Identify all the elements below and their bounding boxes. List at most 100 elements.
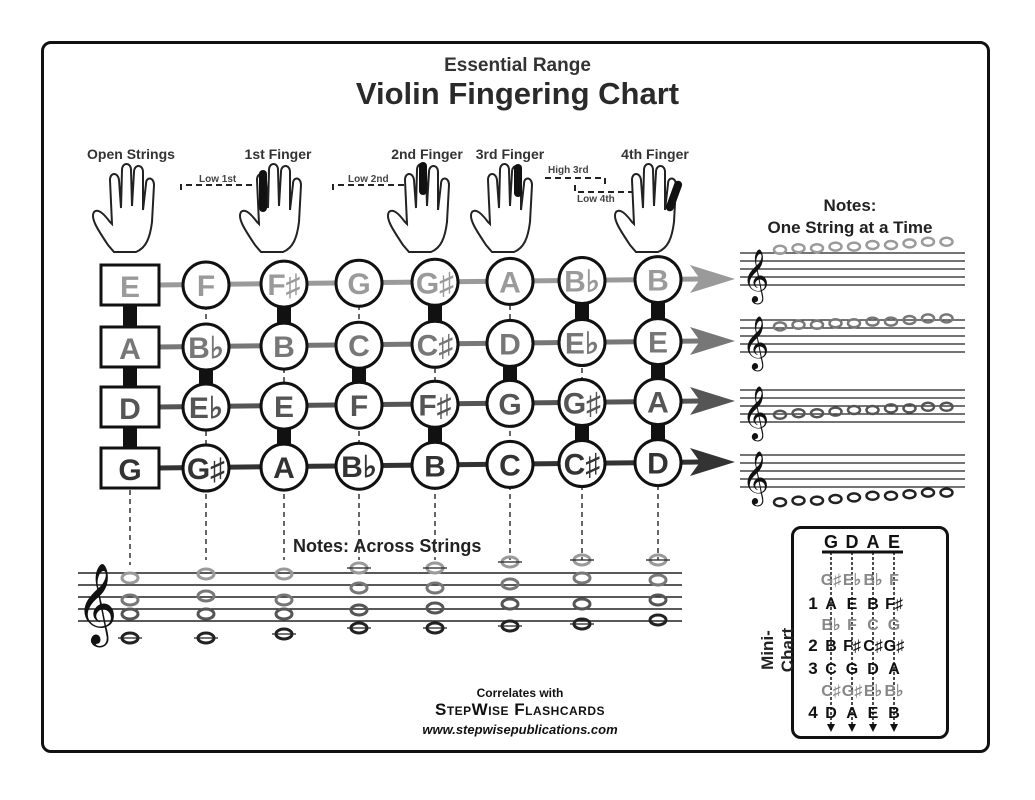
note-label: G♯ xyxy=(187,453,225,486)
hand-icon xyxy=(92,163,156,253)
mini-note-label: E♭ xyxy=(843,572,861,589)
note-circle xyxy=(557,378,607,427)
note-label: D xyxy=(499,328,521,361)
footer-brand: StepWise Flashcards xyxy=(434,700,605,719)
position-connectors xyxy=(180,177,633,193)
note-circle xyxy=(485,318,535,368)
mini-header-label: G xyxy=(824,532,838,552)
staff-note xyxy=(939,313,954,324)
staff-note xyxy=(274,593,294,607)
open-string-box xyxy=(99,385,161,429)
treble-clef-icon: 𝄞 xyxy=(742,315,769,371)
note-circle xyxy=(259,442,309,492)
mini-note-label: F♯ xyxy=(885,596,903,613)
pressed-finger xyxy=(419,162,427,195)
note-circle xyxy=(334,441,384,491)
staff-note xyxy=(902,488,917,500)
note-label: G♯ xyxy=(416,267,454,300)
staff-note xyxy=(846,404,862,416)
note-circle xyxy=(410,440,460,490)
mini-note-label: C xyxy=(825,661,837,678)
hand-icon xyxy=(239,163,303,253)
mini-note-label: B xyxy=(888,705,900,722)
staff-note xyxy=(425,581,445,595)
mini-note-label: A xyxy=(825,596,837,613)
mini-note-label: D xyxy=(825,705,837,722)
mini-header-label: E xyxy=(888,532,900,552)
staff-note xyxy=(939,236,954,248)
staff-note xyxy=(920,487,936,498)
treble-clef-icon: 𝄞 xyxy=(742,248,769,304)
note-circle xyxy=(259,321,309,371)
chart-subtitle: Essential Range xyxy=(444,55,591,76)
mini-arrow-icon xyxy=(848,724,856,732)
mini-header-label: D xyxy=(846,532,859,552)
string-arrow xyxy=(690,387,735,415)
mini-note-label: G xyxy=(888,617,900,634)
treble-clef-icon: 𝄞 xyxy=(742,385,769,441)
mini-note-label: G♯ xyxy=(821,572,841,589)
notes-heading-line2: One String at a Time xyxy=(767,218,933,237)
staff-note xyxy=(920,401,936,413)
label-low-4th: Low 4th xyxy=(577,194,615,205)
note-label: G xyxy=(498,388,521,421)
staff: 𝄞 xyxy=(740,313,965,371)
mini-note-label: F♯ xyxy=(843,638,861,655)
open-bar xyxy=(123,300,137,460)
staff: 𝄞 xyxy=(740,385,965,441)
note-label: D xyxy=(647,448,669,481)
staff-note xyxy=(648,573,668,587)
label-open-strings: Open Strings xyxy=(87,146,175,162)
mini-note-label: F xyxy=(847,617,857,634)
staff-note xyxy=(809,319,825,331)
note-label: F♯ xyxy=(267,269,300,302)
note-circle xyxy=(334,320,384,370)
staff-note xyxy=(865,404,880,416)
mini-arrow-icon xyxy=(890,724,898,732)
note-label: G xyxy=(347,268,370,301)
staff-note xyxy=(939,401,954,413)
note-circle xyxy=(410,319,460,369)
note-circle xyxy=(633,255,683,305)
note-circle xyxy=(181,260,231,310)
pressed-finger xyxy=(665,180,683,212)
note-label: F xyxy=(197,270,215,303)
open-string-label: E xyxy=(120,271,140,304)
staff-note xyxy=(196,607,216,621)
staff-note xyxy=(809,495,825,506)
chart-title: Violin Fingering Chart xyxy=(355,76,680,111)
staff-note xyxy=(828,493,843,505)
label-2nd-finger: 2nd Finger xyxy=(391,146,463,162)
label-high-3rd: High 3rd xyxy=(548,165,589,176)
note-label: C xyxy=(499,449,521,482)
staff-note xyxy=(791,407,806,419)
staff-note xyxy=(648,613,668,627)
staff-note xyxy=(902,238,917,249)
open-string-box xyxy=(99,325,161,369)
hand-icon xyxy=(470,163,534,253)
note-label: E xyxy=(648,327,668,360)
staff-note xyxy=(865,239,880,251)
pressed-finger xyxy=(514,164,522,197)
mini-finger-number: 2 xyxy=(808,636,817,655)
note-circle xyxy=(633,438,683,488)
note-circle xyxy=(334,258,384,308)
staff-note xyxy=(772,409,788,421)
staff-note xyxy=(500,597,520,611)
staff-note xyxy=(572,597,592,611)
note-label: A xyxy=(499,266,521,299)
across-strings-staff: 𝄞 xyxy=(76,553,682,647)
note-label: B♭ xyxy=(341,451,377,484)
staff-note xyxy=(846,241,862,252)
staff-note xyxy=(349,603,369,617)
note-circle xyxy=(633,377,683,427)
note-label: F♯ xyxy=(418,389,451,422)
label-3rd-finger: 3rd Finger xyxy=(475,146,545,162)
staff-note xyxy=(349,581,369,595)
staff-note xyxy=(883,316,899,327)
mini-note-label: B♭ xyxy=(863,572,882,589)
staff-note xyxy=(772,321,788,332)
mini-note-label: B xyxy=(867,596,879,613)
staff-note xyxy=(572,571,592,585)
label-low-2nd: Low 2nd xyxy=(348,174,389,185)
